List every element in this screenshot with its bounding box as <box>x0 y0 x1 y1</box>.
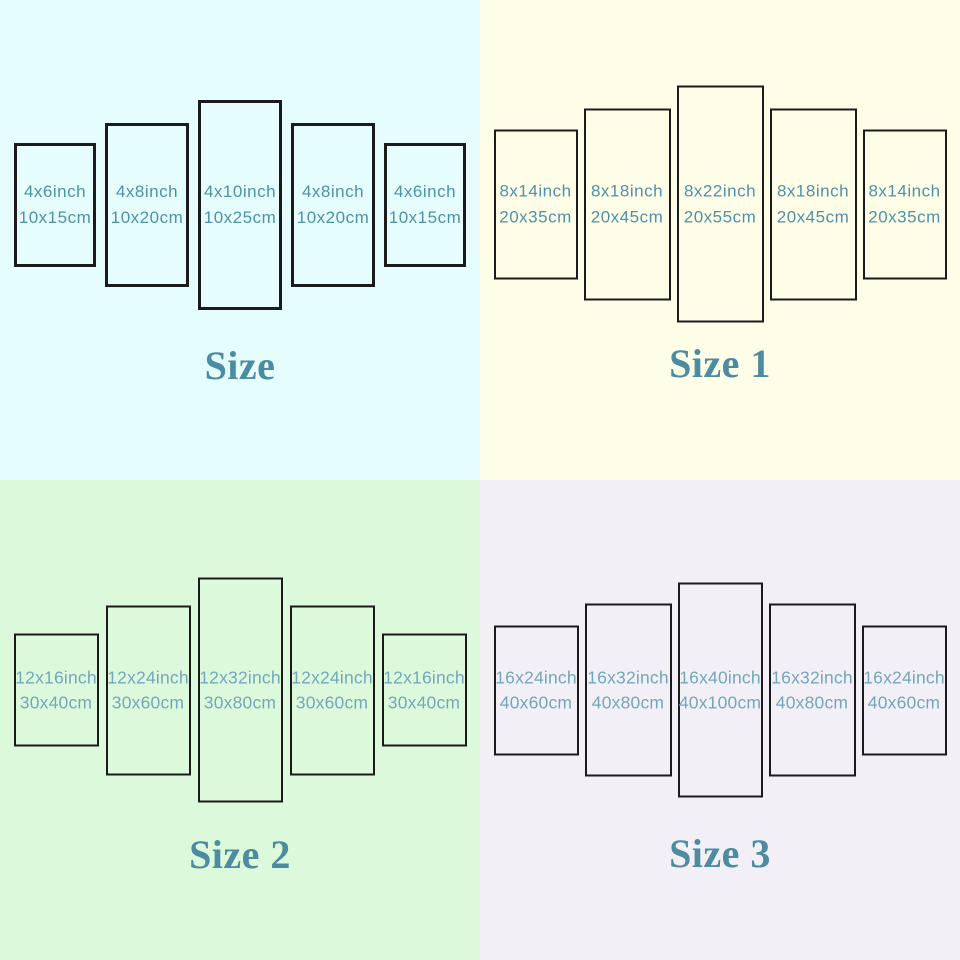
panel-size-inch: 4x8inch <box>301 182 365 201</box>
panel-size-cm: 20x35cm <box>499 207 572 226</box>
panel-size-inch: 8x18inch <box>776 181 850 200</box>
panel-size-inch: 4x8inch <box>115 182 179 201</box>
panel-size-cm: 30x60cm <box>111 692 185 712</box>
quadrant-size-3: 16x24inch 40x60cm 16x32inch 40x80cm 16x40inc… <box>480 480 960 960</box>
panel-size-cm: 10x25cm <box>203 208 277 227</box>
panel-size-cm: 30x60cm <box>295 692 369 712</box>
canvas-panel: 8x18inch 20x45cm <box>769 108 857 300</box>
panel-size-cm: 10x20cm <box>110 208 184 227</box>
panel-size-cm: 20x55cm <box>683 207 757 226</box>
panel-size-cm: 10x20cm <box>296 208 370 227</box>
canvas-panel: 4x8inch 10x20cm <box>105 123 189 287</box>
panel-size-cm: 20x45cm <box>776 207 850 226</box>
panel-size-cm: 30x40cm <box>387 692 461 712</box>
canvas-panel: 12x16inch 30x40cm <box>13 633 99 747</box>
panel-row: 12x16inch 30x40cm 12x24inch 30x60cm 12x32inc… <box>0 577 480 803</box>
panel-row: 8x14inch 20x35cm 8x18inch 20x45cm 8x22inch 20… <box>480 85 960 323</box>
panel-size-cm: 20x35cm <box>868 207 941 226</box>
canvas-panel: 12x32inch 30x80cm <box>197 577 283 803</box>
panel-size-cm: 40x60cm <box>867 692 941 712</box>
quadrant-size-2: 12x16inch 30x40cm 12x24inch 30x60cm 12x32inc… <box>0 480 480 960</box>
canvas-panel: 12x16inch 30x40cm <box>381 633 467 747</box>
panel-size-cm: 40x80cm <box>591 692 665 712</box>
canvas-panel: 8x18inch 20x45cm <box>583 108 671 300</box>
canvas-panel: 16x24inch 40x60cm <box>493 625 579 755</box>
panel-size-inch: 16x40inch <box>679 667 761 687</box>
panel-size-inch: 12x16inch <box>383 667 465 687</box>
panel-size-cm: 40x100cm <box>678 692 762 712</box>
quadrant-title: Size 2 <box>189 832 291 877</box>
canvas-panel: 4x6inch 10x15cm <box>14 143 96 267</box>
panel-size-inch: 4x6inch <box>23 182 87 201</box>
quadrant-size: 4x6inch 10x15cm 4x8inch 10x20cm 4x10inch 10x2… <box>0 0 480 480</box>
panel-size-cm: 40x80cm <box>775 692 849 712</box>
quadrant-title: Size 3 <box>669 831 771 876</box>
canvas-panel: 16x24inch 40x60cm <box>861 625 947 755</box>
panel-row: 16x24inch 40x60cm 16x32inch 40x80cm 16x40inc… <box>480 582 960 798</box>
panel-size-cm: 30x80cm <box>203 692 277 712</box>
canvas-panel: 4x6inch 10x15cm <box>384 143 466 267</box>
canvas-panel: 4x10inch 10x25cm <box>198 100 282 310</box>
panel-size-inch: 16x32inch <box>771 667 853 687</box>
canvas-panel: 16x32inch 40x80cm <box>768 603 856 777</box>
panel-size-inch: 8x22inch <box>683 181 757 200</box>
panel-size-cm: 10x15cm <box>388 208 462 227</box>
quadrant-title: Size <box>204 343 276 388</box>
panel-row: 4x6inch 10x15cm 4x8inch 10x20cm 4x10inch 10x2… <box>0 100 480 310</box>
panel-size-inch: 16x24inch <box>863 667 945 687</box>
panel-size-inch: 12x16inch <box>15 667 97 687</box>
panel-size-inch: 4x10inch <box>203 182 277 201</box>
canvas-panel: 12x24inch 30x60cm <box>105 605 191 775</box>
quadrant-size-1: 8x14inch 20x35cm 8x18inch 20x45cm 8x22inch 20… <box>480 0 960 480</box>
canvas-panel: 8x14inch 20x35cm <box>493 129 578 279</box>
panel-size-inch: 8x18inch <box>590 181 664 200</box>
canvas-panel: 4x8inch 10x20cm <box>291 123 375 287</box>
canvas-panel: 16x32inch 40x80cm <box>584 603 672 777</box>
panel-size-inch: 12x32inch <box>199 667 281 687</box>
panel-size-inch: 4x6inch <box>393 182 457 201</box>
panel-size-cm: 30x40cm <box>19 692 93 712</box>
canvas-panel: 16x40inch 40x100cm <box>677 582 763 798</box>
panel-size-inch: 16x24inch <box>495 667 577 687</box>
panel-size-cm: 10x15cm <box>18 208 92 227</box>
panel-size-inch: 16x32inch <box>587 667 669 687</box>
quadrant-title: Size 1 <box>669 341 771 386</box>
panel-size-cm: 40x60cm <box>499 692 573 712</box>
panel-size-inch: 8x14inch <box>499 181 572 200</box>
panel-size-inch: 12x24inch <box>107 667 189 687</box>
canvas-panel: 8x22inch 20x55cm <box>676 85 764 323</box>
panel-size-inch: 8x14inch <box>868 181 941 200</box>
panel-size-inch: 12x24inch <box>291 667 373 687</box>
panel-size-cm: 20x45cm <box>590 207 664 226</box>
canvas-panel: 8x14inch 20x35cm <box>862 129 947 279</box>
canvas-panel: 12x24inch 30x60cm <box>289 605 375 775</box>
